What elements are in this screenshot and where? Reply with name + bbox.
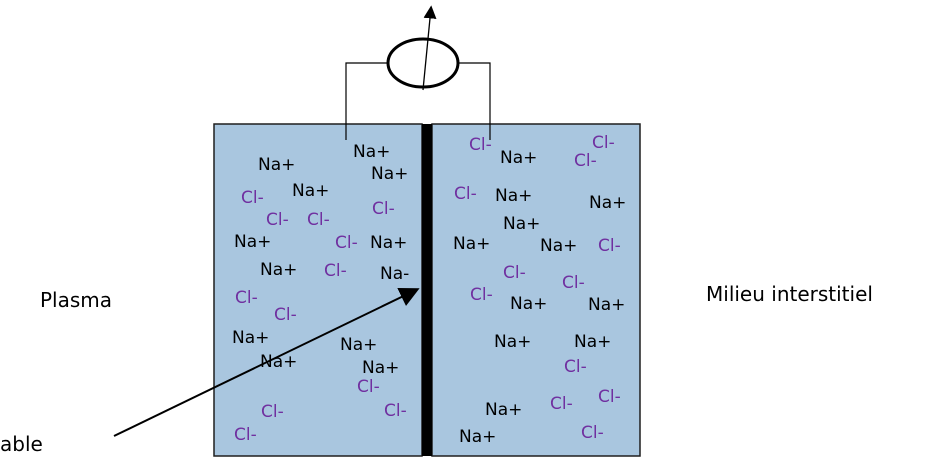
cl-ion: Cl-: [503, 263, 526, 283]
na-ion: Na+: [485, 400, 522, 420]
right-ions: Cl- Na+ Cl- Cl- Cl- Na+ Na+ Na+ Na+ Na+ …: [453, 133, 626, 447]
membrane-pointer-arrow: [113, 287, 420, 437]
cl-ion: Cl-: [266, 210, 289, 230]
na-ion: Na+: [353, 142, 390, 162]
left-ions: Na+ Na+ Na+ Cl- Na+ Cl- Cl- Cl- Na+ Cl- …: [232, 142, 409, 445]
membrane: [422, 124, 432, 456]
cl-ion: Cl-: [261, 402, 284, 422]
na-ion: Na+: [574, 332, 611, 352]
meter-wire-right: [459, 62, 491, 140]
na-ion: Na+: [371, 164, 408, 184]
cl-ion: Cl-: [598, 236, 621, 256]
cl-ion: Cl-: [307, 210, 330, 230]
na-ion: Na+: [495, 186, 532, 206]
membrane-pointer-label: able: [0, 432, 43, 456]
cl-ion: Cl-: [562, 273, 585, 293]
na-ion: Na+: [453, 234, 490, 254]
na-ion: Na+: [503, 214, 540, 234]
cl-ion: Cl-: [384, 401, 407, 421]
cl-ion: Cl-: [235, 288, 258, 308]
na-ion: Na+: [362, 358, 399, 378]
na-ion: Na+: [459, 427, 496, 447]
na-ion: Na+: [258, 155, 295, 175]
cl-ion: Cl-: [372, 199, 395, 219]
na-ion: Na+: [260, 260, 297, 280]
cl-ion: Cl-: [592, 133, 615, 153]
cl-ion: Cl-: [234, 425, 257, 445]
voltmeter-icon: [386, 5, 460, 91]
cl-ion: Cl-: [564, 357, 587, 377]
na-ion: Na+: [340, 335, 377, 355]
na-ion: Na-: [380, 264, 409, 284]
cl-ion: Cl-: [470, 285, 493, 305]
right-compartment: [431, 123, 641, 457]
na-ion: Na+: [500, 148, 537, 168]
cl-ion: Cl-: [550, 394, 573, 414]
cl-ion: Cl-: [581, 423, 604, 443]
na-ion: Na+: [588, 295, 625, 315]
na-ion: Na+: [494, 332, 531, 352]
cl-ion: Cl-: [598, 387, 621, 407]
cl-ion: Cl-: [241, 188, 264, 208]
na-ion: Na+: [232, 328, 269, 348]
cl-ion: Cl-: [335, 233, 358, 253]
cl-ion: Cl-: [469, 135, 492, 155]
cl-ion: Cl-: [274, 305, 297, 325]
na-ion: Na+: [292, 181, 329, 201]
right-label: Milieu interstitiel: [706, 282, 873, 306]
na-ion: Na+: [589, 193, 626, 213]
cl-ion: Cl-: [454, 184, 477, 204]
left-label: Plasma: [40, 288, 112, 312]
cl-ion: Cl-: [324, 261, 347, 281]
cl-ion: Cl-: [574, 151, 597, 171]
na-ion: Na+: [260, 352, 297, 372]
na-ion: Na+: [510, 294, 547, 314]
cl-ion: Cl-: [357, 377, 380, 397]
na-ion: Na+: [370, 233, 407, 253]
na-ion: Na+: [540, 236, 577, 256]
meter-wire-left: [345, 62, 388, 140]
left-compartment: [213, 123, 423, 457]
na-ion: Na+: [234, 232, 271, 252]
